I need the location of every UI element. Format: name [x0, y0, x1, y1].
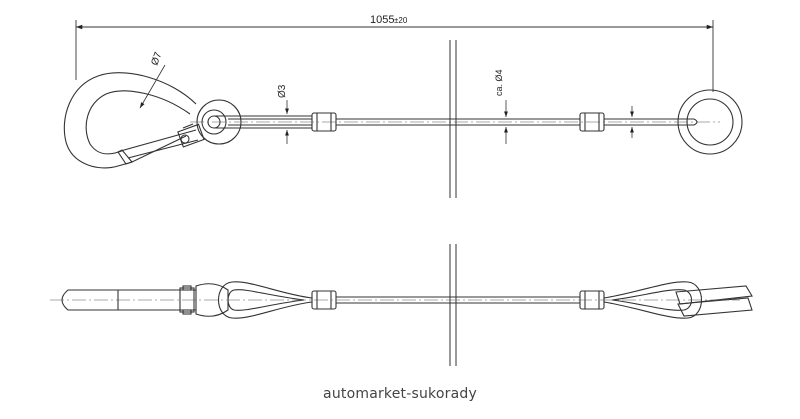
- break-lines: [449, 40, 457, 366]
- overall-length-label: 1055: [370, 14, 394, 26]
- thimble-left: [218, 281, 313, 319]
- dia7-dimension: [139, 64, 166, 109]
- watermark-text: automarket-sukorady: [323, 386, 477, 402]
- dia7-label: Ø7: [149, 50, 164, 67]
- dia3-label: Ø3: [277, 84, 288, 98]
- snap-hook-body: [63, 72, 197, 169]
- top-view: [63, 72, 743, 169]
- overall-length-dimension: [75, 20, 714, 92]
- snap-hook-gate: [123, 129, 199, 159]
- thimble-right: [603, 281, 702, 319]
- dia4-label: ca. Ø4: [494, 69, 504, 96]
- overall-tolerance-label: ±20: [394, 16, 408, 25]
